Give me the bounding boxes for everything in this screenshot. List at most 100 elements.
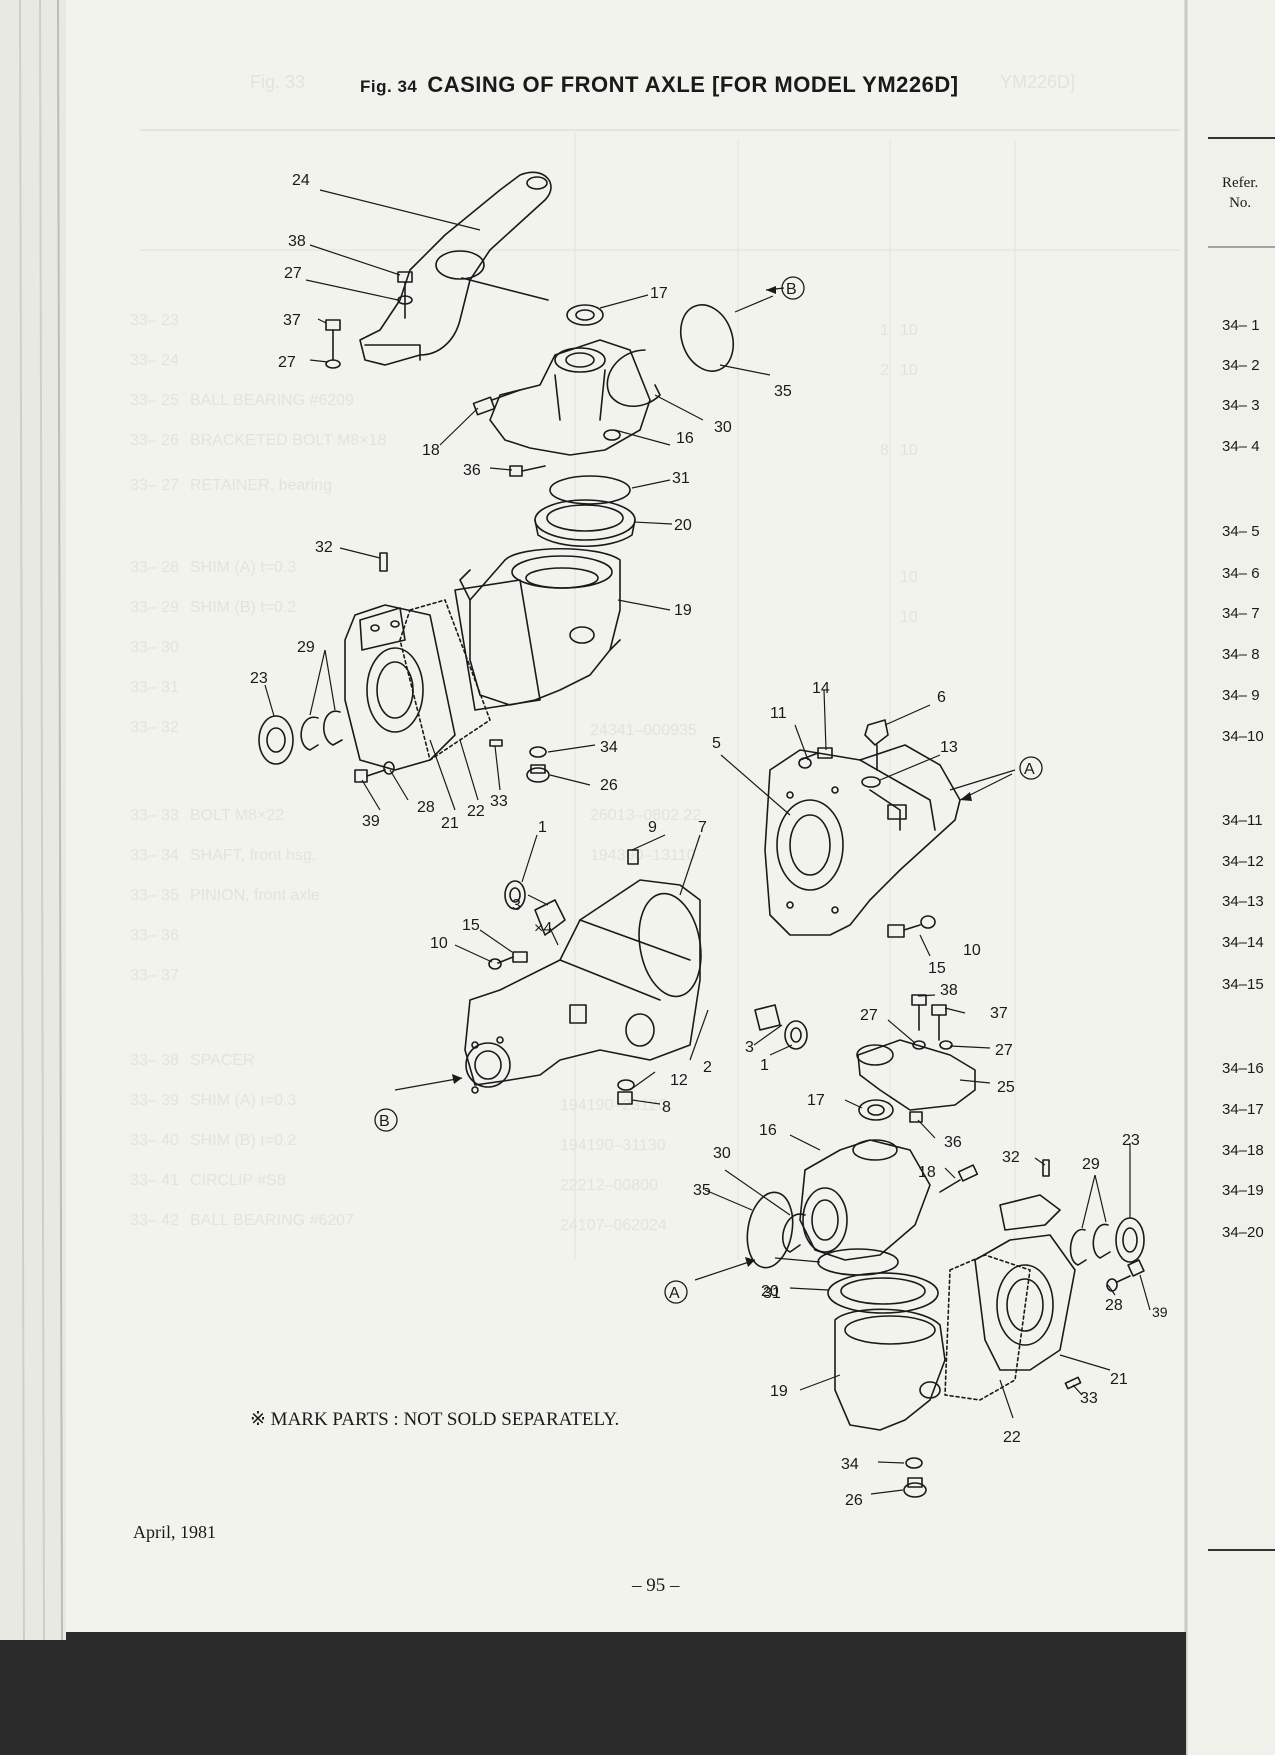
svg-text:28: 28 — [1105, 1297, 1123, 1314]
svg-text:9: 9 — [648, 819, 657, 836]
spacer-3-upper — [534, 899, 566, 936]
svg-text:10: 10 — [900, 569, 918, 586]
svg-text:27: 27 — [860, 1007, 878, 1024]
circled-references: B A B A — [374, 276, 1043, 1304]
svg-text:37: 37 — [283, 312, 301, 329]
o-ring-34-lower — [905, 1457, 923, 1469]
svg-text:SPACER: SPACER — [190, 1052, 255, 1069]
bearing-1-upper — [504, 880, 526, 910]
svg-text:33– 23: 33– 23 — [130, 312, 179, 329]
breather-6 — [861, 719, 889, 788]
svg-text:23: 23 — [250, 670, 268, 687]
page-number: – 95 – — [632, 1575, 680, 1596]
svg-text:38: 38 — [288, 233, 306, 250]
svg-text:33– 33: 33– 33 — [130, 807, 179, 824]
svg-text:34: 34 — [841, 1456, 859, 1473]
svg-text:SHIM (A) t=0.3: SHIM (A) t=0.3 — [190, 559, 296, 576]
svg-text:18: 18 — [422, 442, 440, 459]
reference-header-line2: No. — [1229, 195, 1252, 211]
svg-text:33: 33 — [1080, 1390, 1098, 1407]
svg-text:7: 7 — [698, 819, 707, 836]
kingpin-housing-lower — [834, 1308, 946, 1431]
svg-text:28: 28 — [417, 799, 435, 816]
kingpin-housing-upper — [454, 547, 621, 711]
svg-text:30: 30 — [713, 1145, 731, 1162]
pin-32-upper — [379, 552, 388, 572]
reference-item: 34–12 — [1222, 853, 1264, 870]
reference-item: 34– 1 — [1222, 317, 1260, 334]
oil-seal-upper — [566, 304, 604, 326]
svg-text:194190–23120: 194190–23120 — [560, 1097, 667, 1114]
svg-text:B: B — [786, 281, 797, 298]
svg-text:22: 22 — [1003, 1429, 1021, 1446]
lower-cap-housing — [799, 1139, 931, 1261]
svg-text:33– 36: 33– 36 — [130, 927, 179, 944]
svg-text:1: 1 — [538, 819, 547, 836]
svg-text:8: 8 — [880, 442, 889, 459]
svg-text:17: 17 — [807, 1092, 825, 1109]
bearing-23-upper — [258, 715, 294, 765]
svg-text:31: 31 — [672, 470, 690, 487]
svg-text:33– 28: 33– 28 — [130, 559, 179, 576]
reference-item: 34–17 — [1222, 1101, 1264, 1118]
svg-text:10: 10 — [963, 942, 981, 959]
reference-item: 34– 6 — [1222, 565, 1260, 582]
svg-text:33– 27: 33– 27 — [130, 477, 179, 494]
svg-text:27: 27 — [284, 265, 302, 282]
svg-text:21: 21 — [1110, 1371, 1128, 1388]
svg-text:27: 27 — [278, 354, 296, 371]
issue-date: April, 1981 — [133, 1522, 216, 1542]
reference-item: 34–15 — [1222, 976, 1264, 993]
flange-housing-upper — [344, 604, 456, 771]
svg-text:31: 31 — [763, 1285, 781, 1302]
svg-text:3: 3 — [512, 897, 521, 914]
svg-text:26: 26 — [600, 777, 618, 794]
svg-text:32: 32 — [315, 539, 333, 556]
flange-housing-lower — [974, 1194, 1076, 1371]
svg-text:33– 38: 33– 38 — [130, 1052, 179, 1069]
bolts-lower-arm — [911, 994, 953, 1050]
reference-item: 34– 9 — [1222, 687, 1260, 704]
oil-seal-lower — [858, 1099, 894, 1121]
svg-text:SHIM (B) t=0.2: SHIM (B) t=0.2 — [190, 1132, 296, 1149]
callout-numbers: 24 38 27 37 27 17 35 30 18 16 36 31 20 3… — [250, 172, 1168, 1509]
svg-text:19: 19 — [674, 602, 692, 619]
reference-item: 34–20 — [1222, 1224, 1264, 1241]
reference-item: 34– 3 — [1222, 397, 1260, 414]
svg-text:14: 14 — [812, 680, 830, 697]
svg-text:37: 37 — [990, 1005, 1008, 1022]
svg-text:33– 26: 33– 26 — [130, 432, 179, 449]
upper-cap-housing — [489, 339, 651, 456]
leader-lines — [264, 189, 1151, 1495]
o-ring-34-upper — [529, 746, 547, 758]
svg-text:11: 11 — [770, 705, 787, 722]
svg-text:22: 22 — [467, 803, 485, 820]
plug-26-lower — [903, 1477, 927, 1498]
o-ring-35-lower — [746, 1191, 794, 1269]
svg-text:16: 16 — [759, 1122, 777, 1139]
reference-item: 34– 2 — [1222, 357, 1260, 374]
svg-text:10: 10 — [430, 935, 448, 952]
svg-text:39: 39 — [1152, 1304, 1168, 1320]
svg-text:30: 30 — [714, 419, 732, 436]
svg-text:10: 10 — [900, 609, 918, 626]
svg-text:33– 31: 33– 31 — [130, 679, 179, 696]
knuckle-arm-upper — [359, 171, 552, 366]
svg-text:SHAFT, front hsg.: SHAFT, front hsg. — [190, 847, 316, 864]
figure-title-text: CASING OF FRONT AXLE [FOR MODEL YM226D] — [427, 72, 959, 97]
reference-item: 34– 5 — [1222, 523, 1260, 540]
svg-text:33– 24: 33– 24 — [130, 352, 179, 369]
circlip-upper — [606, 349, 661, 407]
svg-text:33– 37: 33– 37 — [130, 967, 179, 984]
bolt-39-upper — [354, 761, 395, 783]
svg-text:24: 24 — [292, 172, 310, 189]
svg-text:1: 1 — [880, 322, 889, 339]
seal-20-lower — [827, 1272, 939, 1314]
svg-text:RETAINER, bearing: RETAINER, bearing — [190, 477, 332, 494]
reference-column-header: Refer. No. — [1222, 173, 1258, 213]
circlip-29a-upper — [300, 716, 319, 751]
bolt-18-upper — [472, 389, 521, 416]
svg-text:1: 1 — [760, 1057, 769, 1074]
